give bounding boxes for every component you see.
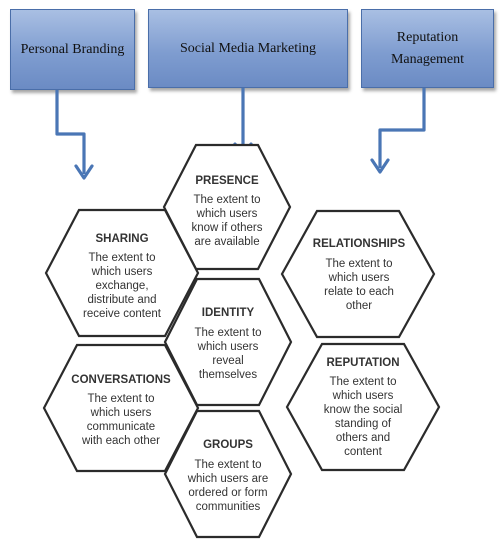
hex-reputation: REPUTATION The extent to which users kno… xyxy=(285,342,441,472)
hex-presence: PRESENCE The extent to which users know … xyxy=(162,143,292,271)
hex-reputation-line: which users xyxy=(332,390,394,402)
hex-identity-line: reveal xyxy=(212,355,243,367)
social-media-marketing-label: Social Media Marketing xyxy=(179,40,317,56)
arrow-reputation-management xyxy=(370,88,426,174)
hex-identity-title: IDENTITY xyxy=(202,307,255,319)
hex-sharing-line: distribute and xyxy=(87,294,156,306)
hex-groups-line: ordered or form xyxy=(188,487,267,499)
hex-sharing-line: exchange, xyxy=(95,280,148,292)
hex-relationships: RELATIONSHIPS The extent to which users … xyxy=(280,209,436,339)
hex-conversations-line: communicate xyxy=(87,421,155,433)
hex-sharing-title: SHARING xyxy=(95,233,148,245)
hex-relationships-line: other xyxy=(346,300,372,312)
hex-sharing: SHARING The extent to which users exchan… xyxy=(44,208,200,338)
hex-groups-line: The extent to xyxy=(194,459,261,471)
hex-conversations-line: which users xyxy=(90,407,152,419)
personal-branding-label: Personal Branding xyxy=(20,41,125,57)
hex-reputation-line: standing of xyxy=(335,418,392,430)
hex-reputation-line: content xyxy=(344,446,383,458)
hex-identity-line: The extent to xyxy=(194,327,261,339)
hex-conversations-line: The extent to xyxy=(87,393,154,405)
hex-conversations-line: with each other xyxy=(81,435,160,447)
hex-conversations: CONVERSATIONS The extent to which users … xyxy=(42,343,200,473)
hex-identity-line: which users xyxy=(197,341,259,353)
hex-groups: GROUPS The extent to which users are ord… xyxy=(163,409,293,539)
arrow-personal-branding xyxy=(55,90,94,180)
hex-reputation-title: REPUTATION xyxy=(326,357,399,369)
hex-sharing-line: The extent to xyxy=(88,252,155,264)
hex-reputation-line: The extent to xyxy=(329,376,396,388)
hex-reputation-line: others and xyxy=(336,432,390,444)
hex-sharing-line: which users xyxy=(91,266,153,278)
social-media-marketing-box: Social Media Marketing xyxy=(148,9,348,88)
hex-presence-line: know if others xyxy=(192,222,263,234)
hex-identity-line: themselves xyxy=(199,369,257,381)
hex-groups-line: communities xyxy=(196,501,261,513)
hex-relationships-line: which users xyxy=(328,272,390,284)
personal-branding-box: Personal Branding xyxy=(10,9,135,90)
hex-identity: IDENTITY The extent to which users revea… xyxy=(163,277,293,407)
hex-presence-line: which users xyxy=(196,208,258,220)
hex-relationships-line: The extent to xyxy=(325,258,392,270)
hex-conversations-title: CONVERSATIONS xyxy=(71,374,171,386)
hex-presence-title: PRESENCE xyxy=(195,175,259,187)
hex-groups-title: GROUPS xyxy=(203,439,253,451)
hex-presence-line: are available xyxy=(194,236,259,248)
hex-presence-line: The extent to xyxy=(193,194,260,206)
hex-groups-line: which users are xyxy=(187,473,269,485)
reputation-management-box: Reputation Management xyxy=(361,9,494,88)
hex-relationships-title: RELATIONSHIPS xyxy=(313,238,406,250)
hex-relationships-line: relate to each xyxy=(324,286,394,298)
hex-reputation-line: know the social xyxy=(324,404,403,416)
reputation-management-label: Reputation Management xyxy=(390,29,465,67)
hex-sharing-line: receive content xyxy=(83,308,162,320)
